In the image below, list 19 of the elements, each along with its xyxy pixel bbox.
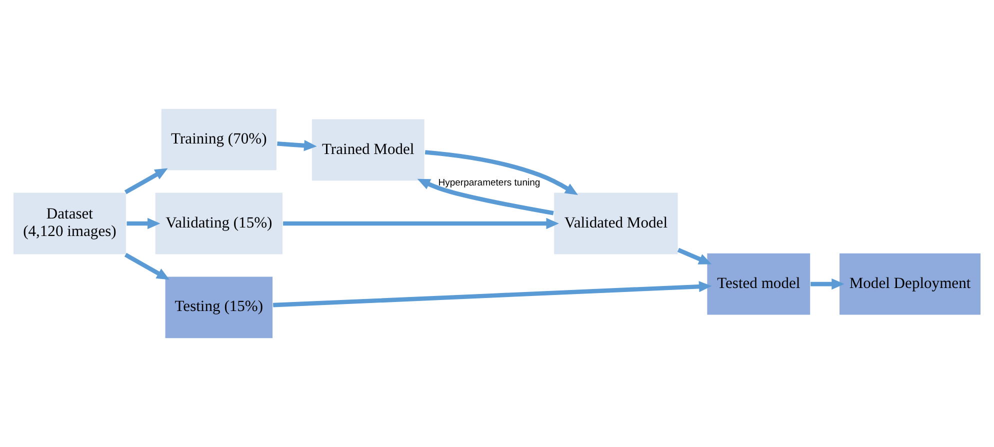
arrow <box>273 281 712 308</box>
arrow <box>124 168 168 194</box>
node-box: Dataset (4,120 images) <box>12 192 127 256</box>
arrow <box>810 278 844 290</box>
arrow <box>677 248 712 264</box>
node-box: Trained Model <box>311 118 426 182</box>
node-box: Tested model <box>706 252 811 316</box>
node-box: Validating (15%) <box>154 192 284 256</box>
arrow <box>277 140 317 152</box>
arrow <box>124 252 170 280</box>
node-box: Testing (15%) <box>164 276 274 339</box>
node-box: Validated Model <box>553 192 679 256</box>
arrow <box>424 150 578 196</box>
arrow <box>126 218 160 230</box>
edge-label: Hyperparameters tuning <box>438 177 540 188</box>
node-box: Training (70%) <box>160 108 278 172</box>
arrow <box>417 178 554 216</box>
node-box: Model Deployment <box>838 252 982 316</box>
arrow <box>283 218 559 230</box>
